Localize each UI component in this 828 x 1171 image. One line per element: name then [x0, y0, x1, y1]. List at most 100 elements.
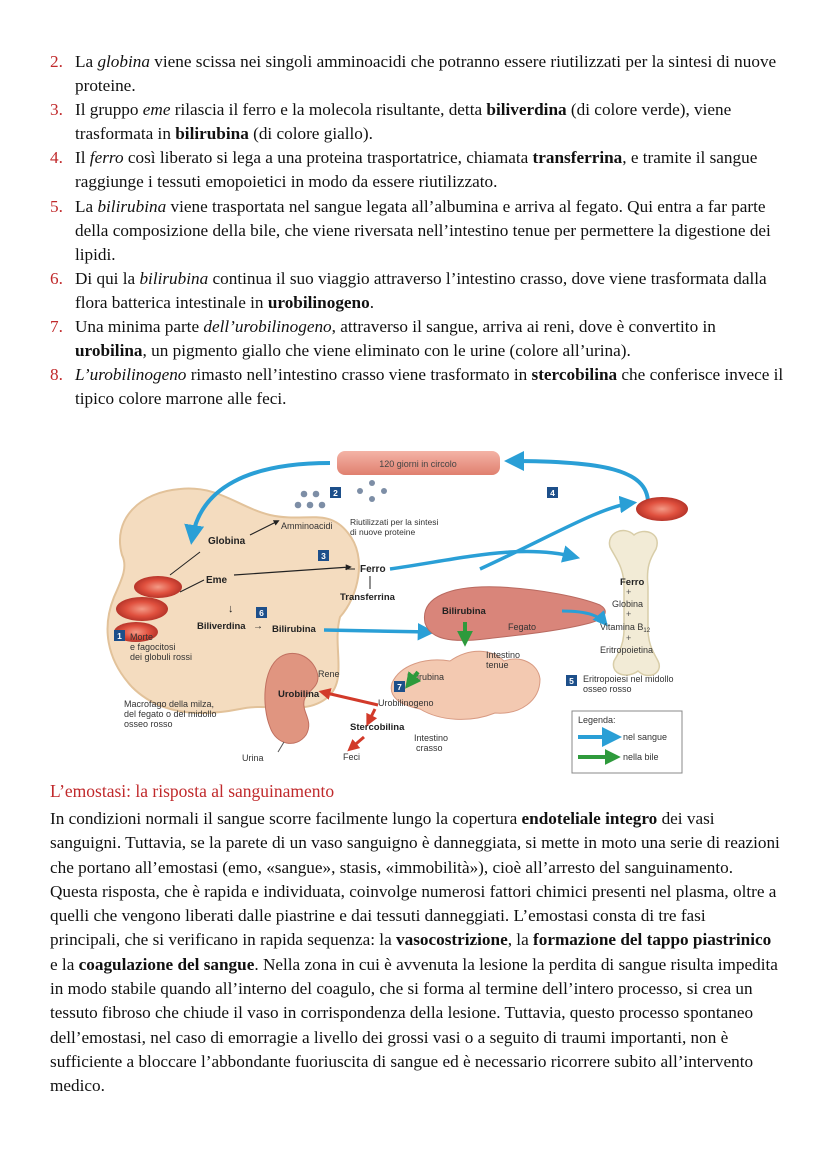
globina-line — [169, 551, 201, 576]
fegato-label: Fegato — [508, 622, 536, 632]
step-number: 3. — [50, 100, 63, 120]
transferrina-label: Transferrina — [340, 592, 396, 603]
eme-to-ferro-arrow — [233, 564, 352, 576]
step-badge-1 — [114, 630, 125, 641]
italic-term: ferro — [89, 148, 124, 168]
italic-term: eme — [142, 100, 171, 120]
step-number: 8. — [50, 365, 63, 385]
bone-plus-icon: + — [626, 609, 631, 619]
intestino-tenue-line2: tenue — [486, 660, 509, 670]
bold-term: vasocostrizione — [396, 930, 508, 950]
bold-term: endoteliale integro — [521, 809, 658, 828]
step-item: 3. Il gruppo eme rilascia il ferro e la m… — [50, 98, 790, 146]
red-blood-cell-icon — [116, 597, 168, 621]
urina-label: Urina — [242, 753, 264, 763]
liver-to-bone-arrow — [561, 609, 608, 627]
kidney-shape — [264, 652, 319, 744]
macrofago-label-line3: osseo rosso — [124, 719, 173, 729]
step-item: 8. L’urobilinogeno rimasto nell’intestino… — [50, 363, 790, 411]
riutilizzati-label-line1: Riutilizzati per la sintesi — [350, 517, 438, 527]
globina-label: Globina — [208, 536, 246, 547]
step-item: 7. Una minima parte dell’urobilinogeno, a… — [50, 315, 790, 363]
step-item: 5. La bilirubina viene trasportata nel sa… — [50, 195, 790, 267]
section-heading: L’emostasi: la risposta al sanguinamento — [50, 781, 335, 801]
step-badge-3-number: 3 — [321, 551, 326, 561]
stercobilina-label: Stercobilina — [350, 722, 405, 733]
bile-arrow-gut — [405, 670, 422, 689]
step-badge-5 — [566, 675, 577, 686]
urobilinogeno-to-urobilina-arrow — [318, 688, 379, 707]
step-badge-4 — [547, 487, 558, 498]
step-number: 6. — [50, 268, 63, 288]
rene-label: Rene — [318, 669, 340, 679]
bilirubina-liver-label: Bilirubina — [442, 606, 487, 617]
bilirubina-gut-label: Bilirubina — [407, 672, 444, 682]
circulation-arrow — [504, 451, 650, 504]
morte-label-line1: Morte — [130, 632, 153, 642]
step-number: 7. — [50, 317, 63, 337]
bold-term: formazione del tappo piastrinico — [533, 930, 772, 950]
bone-vitamina-label: Vitamina B12 — [600, 622, 651, 634]
urobilinogeno-label: Urobilinogeno — [378, 698, 434, 708]
macrofago-label-line1: Macrofago della milza, — [124, 699, 214, 709]
macrofago-label-line2: del fegato o del midollo — [124, 709, 217, 719]
step-badge-6-number: 6 — [259, 608, 264, 618]
blood-arrow-long — [479, 495, 638, 571]
legend-box — [571, 710, 683, 774]
step-badge-7 — [394, 681, 405, 692]
feci-arrow — [347, 735, 365, 752]
bone-shape — [608, 529, 661, 677]
step-badge-2 — [330, 487, 341, 498]
eme-line — [179, 579, 205, 593]
morte-label-line2: e fagocitosi — [130, 642, 176, 652]
intestine-shape — [390, 650, 541, 720]
riutilizzati-label-line2: di nuove proteine — [350, 527, 415, 537]
step-number: 5. — [50, 196, 63, 216]
bilirubina-downarrow: ↓ — [228, 603, 234, 615]
bone-plus-icon: + — [626, 633, 631, 643]
step-text: L’urobilinogeno rimasto nell’intestino c… — [75, 365, 784, 409]
step-badge-7-number: 7 — [397, 682, 402, 692]
step-badge-1-number: 1 — [117, 631, 122, 641]
italic-term: bilirubina — [139, 268, 209, 288]
legend-title: Legenda: — [578, 715, 616, 725]
red-blood-cell-icon — [134, 576, 182, 598]
biliverdina-label: Biliverdina — [197, 621, 246, 632]
step-text: Di qui la bilirubina continua il suo via… — [75, 268, 767, 312]
italic-term: bilirubina — [97, 196, 167, 216]
step-badge-5-number: 5 — [569, 676, 574, 686]
legend-bile-label: nella bile — [623, 752, 659, 762]
step-badge-4-number: 4 — [550, 488, 555, 498]
ferro-to-bone-arrow — [389, 545, 581, 571]
step-text: Il gruppo eme rilascia il ferro e la mol… — [75, 100, 732, 144]
step-text: La bilirubina viene trasportata nel sang… — [75, 196, 771, 264]
intestino-crasso-line2: crasso — [416, 743, 443, 753]
step-number: 2. — [50, 52, 63, 71]
bold-term: urobilina — [75, 341, 143, 361]
amminoacidi-label: Amminoacidi — [281, 521, 333, 531]
bold-term: urobilinogeno — [267, 292, 370, 312]
circulation-label: 120 giorni in circolo — [379, 459, 457, 469]
step-number: 4. — [50, 148, 63, 168]
morte-label-line3: dei globuli rossi — [130, 652, 192, 662]
bone-eritropoietina-label: Eritropoietina — [600, 645, 653, 655]
step-text: La globina viene scissa nei singoli ammi… — [75, 52, 777, 96]
urina-line — [277, 741, 285, 753]
bold-term: bilirubina — [175, 124, 249, 144]
red-blood-cell-icon — [636, 497, 688, 521]
bold-term: coagulazione del sangue — [78, 954, 255, 974]
italic-term: globina — [97, 52, 150, 71]
step-text: Una minima parte dell’urobilinogeno, att… — [75, 317, 716, 361]
step-item: 6. Di qui la bilirubina continua il suo v… — [50, 267, 790, 315]
bilirubina-left-label: Bilirubina — [272, 624, 317, 635]
step-badge-2-number: 2 — [333, 488, 338, 498]
bold-term: biliverdina — [486, 100, 567, 120]
bone-plus-icon: + — [626, 587, 631, 597]
step-item: 2. La globina viene scissa nei singoli a… — [50, 50, 790, 98]
feci-label: Feci — [343, 752, 360, 762]
eme-label: Eme — [206, 575, 228, 586]
bone-ferro-label: Ferro — [620, 577, 644, 588]
return-arrow — [184, 461, 331, 545]
bold-term: stercobilina — [531, 365, 618, 385]
